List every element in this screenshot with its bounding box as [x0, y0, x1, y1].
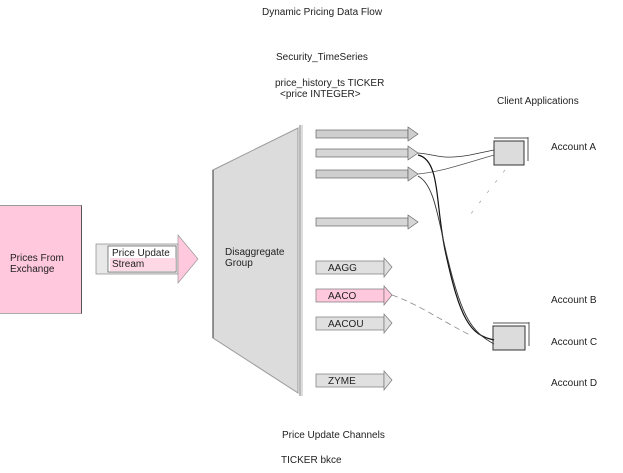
schema-line-1: price_history_ts TICKER: [275, 78, 385, 89]
footer-channels-title: Price Update Channels: [282, 430, 385, 441]
client-node-lower[interactable]: [492, 322, 530, 351]
diagram-title: Dynamic Pricing Data Flow: [262, 7, 383, 18]
channel-arrow-aagg[interactable]: [315, 257, 393, 278]
channel-arrow-1[interactable]: [315, 126, 419, 142]
channel-arrow-2[interactable]: [315, 145, 419, 161]
schema-line-2: <price INTEGER>: [280, 89, 361, 100]
account-d-label: Account D: [551, 378, 598, 389]
price-source-exchange-node[interactable]: Prices From Exchange: [0, 205, 82, 314]
client-node-upper[interactable]: [493, 137, 529, 166]
stream-label-line-1: Price Update: [112, 248, 170, 259]
schema-title: Security_TimeSeries: [276, 52, 368, 63]
ticker-label-aagg: AAGG: [328, 263, 357, 274]
ticker-label-zyme: ZYME: [328, 376, 356, 387]
channel-arrow-4[interactable]: [315, 214, 419, 230]
account-a-label: Account A: [551, 142, 597, 153]
stream-label-line-2: Stream: [112, 259, 145, 270]
channel-arrow-aacou[interactable]: [315, 313, 393, 334]
account-c-label: Account C: [551, 337, 598, 348]
channel-arrow-zyme[interactable]: [315, 370, 393, 391]
ticker-label-aaco: AACO: [328, 291, 357, 302]
source-label-line-2: Exchange: [10, 264, 55, 275]
connections: [391, 149, 506, 345]
channel-arrow-aaco[interactable]: [315, 285, 393, 306]
ticker-label-aacou: AACOU: [328, 319, 364, 330]
client-applications-title: Client Applications: [497, 96, 579, 107]
footer-channels-subtitle: TICKER bkce: [281, 455, 342, 466]
account-b-label: Account B: [551, 295, 597, 306]
price-update-stream-arrow[interactable]: [95, 234, 199, 284]
channel-arrow-3[interactable]: [315, 166, 419, 182]
group-label-line-1: Disaggregate: [225, 247, 285, 258]
source-label-line-1: Prices From: [10, 253, 64, 264]
group-label-line-2: Group: [225, 258, 253, 269]
